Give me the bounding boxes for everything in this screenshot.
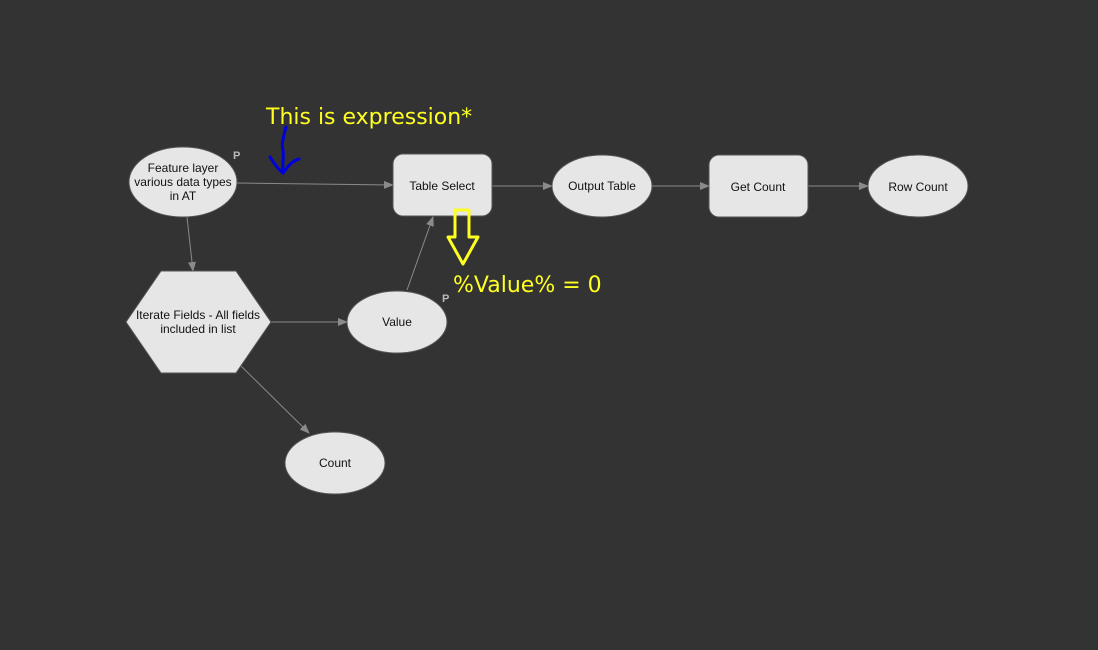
table-select-tool[interactable]: Table Select — [392, 153, 493, 217]
node-label: Count — [319, 456, 352, 470]
node-label: included in list — [160, 322, 236, 336]
node-label: Get Count — [731, 180, 786, 194]
blue-pointer-arrow-icon — [268, 125, 301, 176]
expression-annotation: This is expression* — [265, 105, 472, 130]
node-label: various data types — [134, 175, 231, 189]
node-label: Value — [382, 315, 412, 329]
row-count-node[interactable]: Row Count — [867, 154, 969, 218]
node-label: Table Select — [409, 179, 475, 193]
node-label: in AT — [170, 189, 197, 203]
node-label: Iterate Fields - All fields — [136, 308, 260, 322]
connector-value-to-table-select[interactable] — [406, 216, 434, 291]
value-expression-annotation: %Value% = 0 — [453, 273, 602, 298]
output-table-node[interactable]: Output Table — [551, 154, 653, 218]
connector-feature-to-table-select[interactable] — [236, 180, 394, 189]
parameter-badge: P — [233, 150, 240, 162]
feature-layer-node[interactable]: Feature layer various data types in AT — [128, 146, 238, 218]
iterate-fields-iterator[interactable]: Iterate Fields - All fields included in … — [125, 270, 272, 374]
get-count-tool[interactable]: Get Count — [708, 154, 809, 218]
node-label: Row Count — [888, 180, 948, 194]
value-node[interactable]: Value — [346, 290, 448, 354]
connector-feature-to-iterate[interactable] — [186, 216, 196, 272]
connector-iterate-to-count[interactable] — [239, 364, 310, 434]
node-label: Output Table — [568, 179, 636, 193]
parameter-badge: P — [442, 293, 449, 305]
yellow-down-arrow-icon — [446, 208, 480, 266]
node-label: Feature layer — [148, 161, 219, 175]
count-node[interactable]: Count — [284, 431, 386, 495]
